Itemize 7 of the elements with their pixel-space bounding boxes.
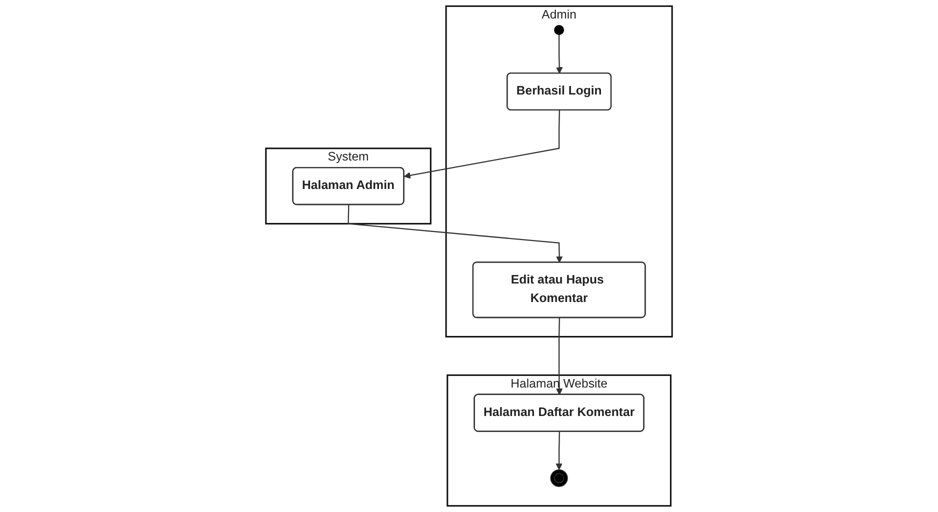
- arrow: [348, 204, 563, 263]
- arrow: [556, 432, 562, 470]
- node-circle: [554, 24, 564, 35]
- arrow: [404, 110, 560, 179]
- arrow: [556, 318, 563, 396]
- node-circle: [550, 469, 568, 488]
- arrow: [556, 34, 563, 74]
